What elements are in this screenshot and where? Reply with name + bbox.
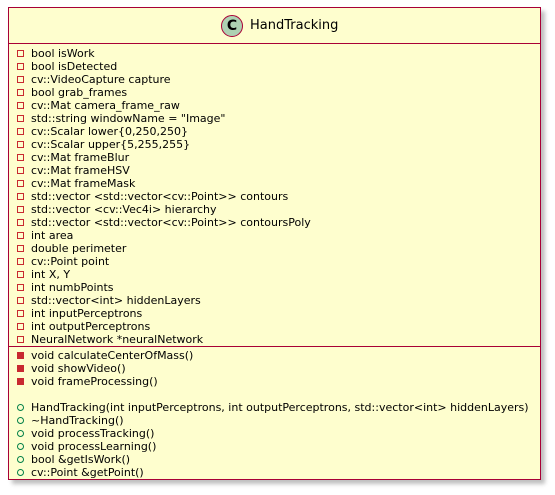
class-name: HandTracking: [250, 18, 339, 33]
public-visibility-icon: [17, 456, 24, 463]
method-row-text: ~HandTracking(): [31, 414, 124, 427]
public-visibility-icon: [17, 443, 24, 450]
private-visibility-icon: [17, 89, 24, 96]
private-visibility-icon: [17, 128, 24, 135]
attribute-row-text: cv::Point point: [31, 255, 110, 268]
attribute-row-text: std::vector <cv::Vec4i> hierarchy: [31, 203, 217, 216]
private-visibility-icon: [17, 219, 24, 226]
private-visibility-icon: [17, 323, 24, 330]
public-visibility-icon: [17, 417, 24, 424]
private-visibility-icon: [17, 297, 24, 304]
attribute-row-text: cv::Scalar lower{0,250,250}: [31, 125, 189, 138]
attribute-row-text: cv::Mat frameBlur: [31, 151, 130, 164]
public-visibility-icon: [17, 404, 24, 411]
private-visibility-icon: [17, 115, 24, 122]
attribute-row-text: cv::VideoCapture capture: [31, 73, 171, 86]
method-row-text: void frameProcessing(): [31, 375, 158, 388]
attribute-row-text: int outputPerceptrons: [31, 320, 151, 333]
method-row-text: void showVideo(): [31, 362, 126, 375]
private-visibility-icon: [17, 336, 24, 343]
private-visibility-icon: [17, 102, 24, 109]
attribute-row-text: bool isWork: [31, 47, 95, 60]
stereotype-letter: C: [226, 18, 238, 34]
public-visibility-icon: [17, 469, 24, 476]
attribute-row-text: double perimeter: [31, 242, 127, 255]
method-row-text: void calculateCenterOfMass(): [31, 349, 194, 362]
private-visibility-icon: [17, 378, 24, 385]
attribute-row-text: int inputPerceptrons: [31, 307, 143, 320]
attributes-divider: [9, 346, 540, 347]
attribute-row-text: bool isDetected: [31, 60, 118, 73]
private-visibility-icon: [17, 63, 24, 70]
attribute-row-text: cv::Mat camera_frame_raw: [31, 99, 180, 112]
private-visibility-icon: [17, 352, 24, 359]
public-visibility-icon: [17, 430, 24, 437]
attribute-row-text: int area: [31, 229, 74, 242]
method-row-text: bool &getIsWork(): [31, 453, 131, 466]
header-divider: [9, 43, 540, 44]
method-row-text: cv::Point &getPoint(): [31, 466, 144, 479]
method-row-text: void processLearning(): [31, 440, 157, 453]
attribute-row-text: std::vector <std::vector<cv::Point>> con…: [31, 190, 289, 203]
class-header: C HandTracking: [9, 8, 540, 44]
private-visibility-icon: [17, 193, 24, 200]
private-visibility-icon: [17, 76, 24, 83]
private-visibility-icon: [17, 310, 24, 317]
class-stereotype-icon: C: [221, 15, 243, 37]
method-row-text: HandTracking(int inputPerceptrons, int o…: [31, 401, 529, 414]
private-visibility-icon: [17, 271, 24, 278]
private-visibility-icon: [17, 232, 24, 239]
private-visibility-icon: [17, 365, 24, 372]
attribute-row-text: std::vector<int> hiddenLayers: [31, 294, 201, 307]
private-visibility-icon: [17, 245, 24, 252]
private-visibility-icon: [17, 141, 24, 148]
private-visibility-icon: [17, 167, 24, 174]
attribute-row-text: std::string windowName = "Image": [31, 112, 226, 125]
attribute-row-text: NeuralNetwork *neuralNetwork: [31, 333, 204, 346]
attribute-row-text: int X, Y: [31, 268, 71, 281]
private-visibility-icon: [17, 258, 24, 265]
private-visibility-icon: [17, 206, 24, 213]
private-visibility-icon: [17, 154, 24, 161]
attribute-row-text: bool grab_frames: [31, 86, 128, 99]
attribute-row-text: cv::Scalar upper{5,255,255}: [31, 138, 191, 151]
private-visibility-icon: [17, 284, 24, 291]
attribute-row-text: cv::Mat frameHSV: [31, 164, 130, 177]
private-visibility-icon: [17, 180, 24, 187]
private-visibility-icon: [17, 50, 24, 57]
attribute-row-text: int numbPoints: [31, 281, 114, 294]
method-row-text: void processTracking(): [31, 427, 155, 440]
attribute-row-text: std::vector <std::vector<cv::Point>> con…: [31, 216, 311, 229]
attribute-row-text: cv::Mat frameMask: [31, 177, 136, 190]
